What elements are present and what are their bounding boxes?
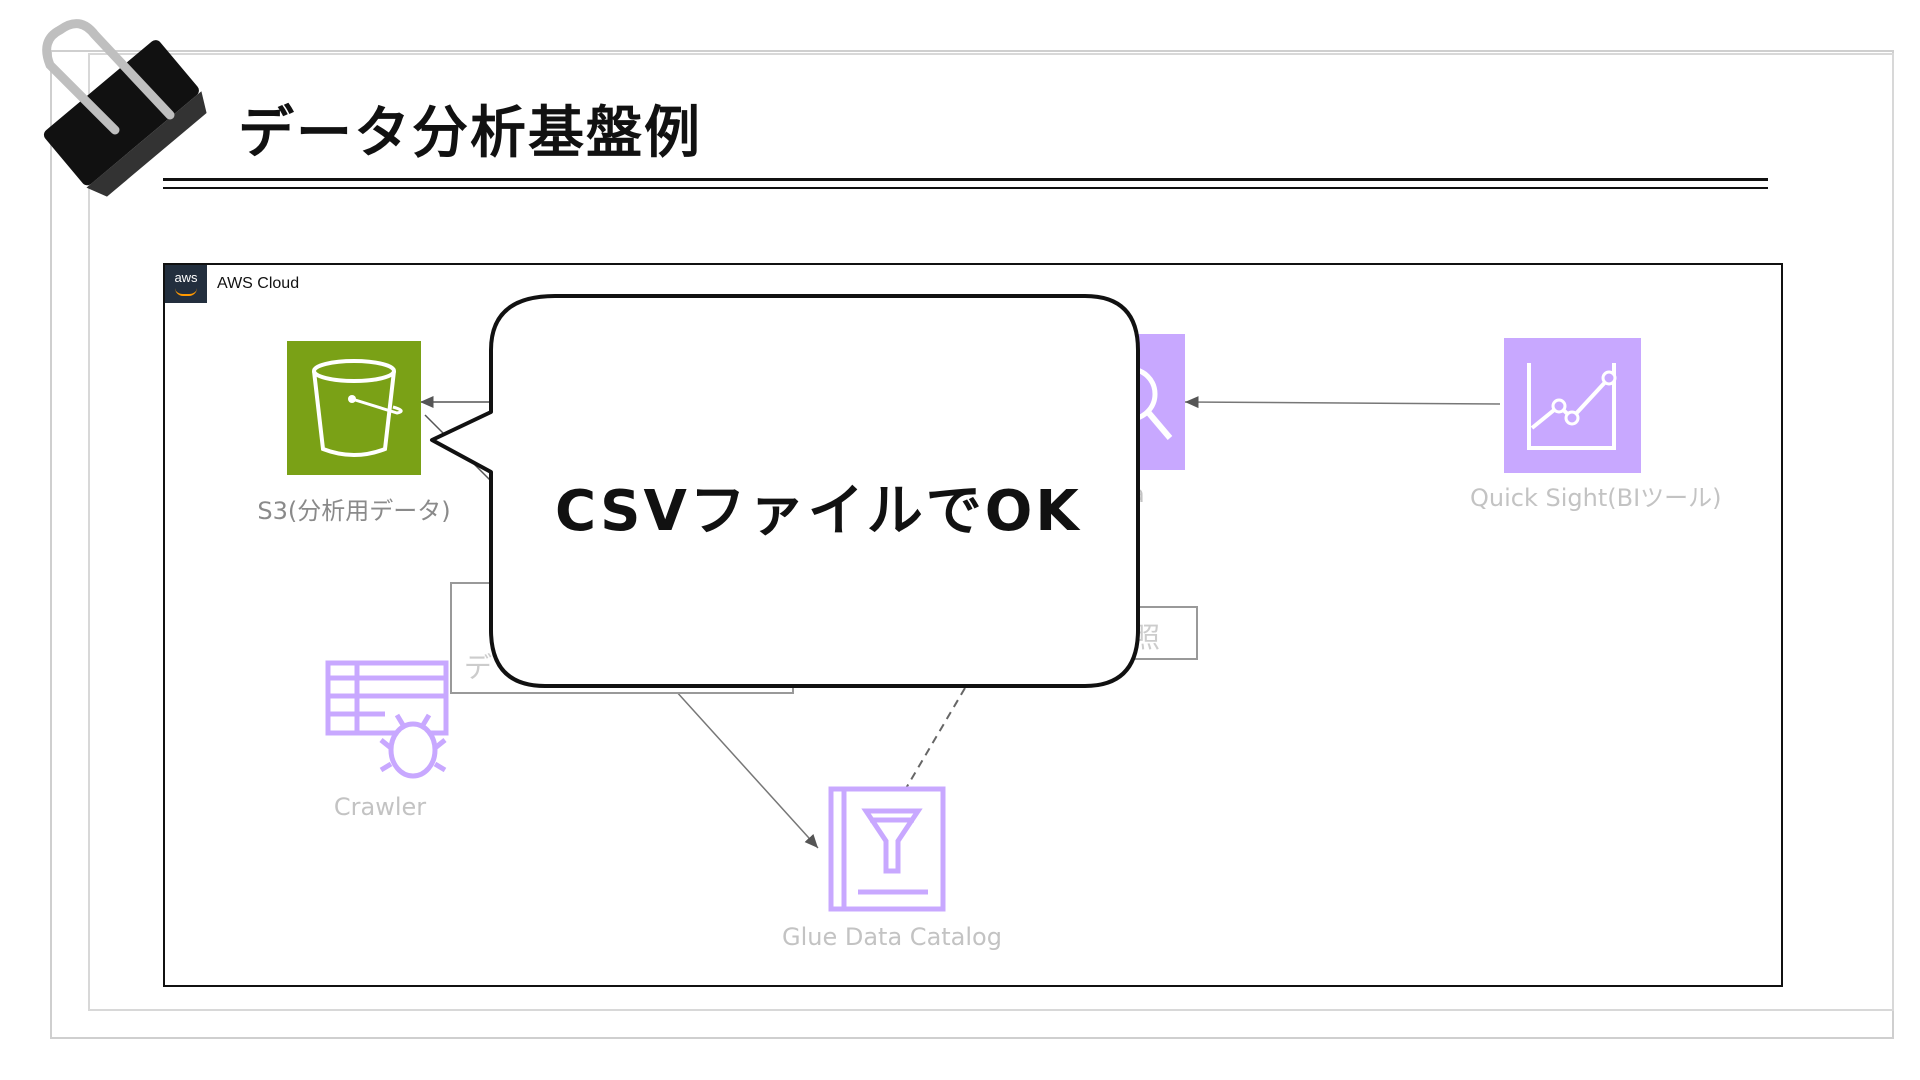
callout-text: CSVファイルでOK bbox=[555, 466, 1055, 547]
